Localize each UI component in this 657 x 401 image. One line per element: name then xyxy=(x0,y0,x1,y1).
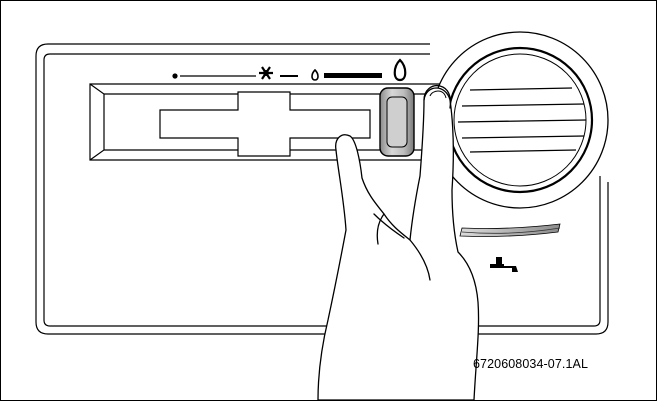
panel-outer-edge xyxy=(35,43,609,335)
knuckle-crease xyxy=(373,213,405,239)
frost-protection-icon xyxy=(259,66,273,80)
fingernail xyxy=(429,90,447,99)
finger-crease xyxy=(409,239,431,281)
temperature-scale xyxy=(172,58,407,82)
tap-icon xyxy=(490,257,518,272)
small-flame-icon xyxy=(311,68,319,81)
control-panel xyxy=(35,43,609,335)
figure-reference-code: 6720608034-07.1AL xyxy=(473,357,588,371)
large-flame-icon xyxy=(393,58,407,82)
hot-water-knob[interactable] xyxy=(431,31,609,209)
thumb-tip xyxy=(423,84,452,109)
hand-illustration xyxy=(317,84,480,401)
dot-icon xyxy=(172,73,178,79)
panel-inner-edge xyxy=(43,53,601,327)
knob-grip xyxy=(457,87,587,153)
temperature-slider-handle[interactable] xyxy=(379,87,415,157)
cross-marker xyxy=(159,91,371,157)
